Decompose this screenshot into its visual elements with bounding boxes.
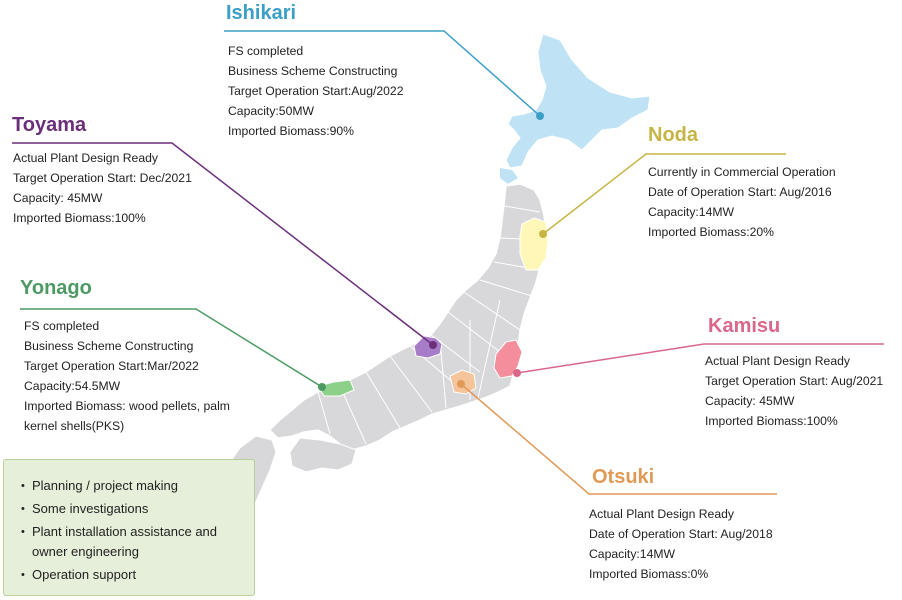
yonago-line: Capacity:54.5MW — [24, 379, 121, 393]
ishikari-leader-line — [224, 30, 541, 117]
noda-details: Currently in Commercial Operation Date o… — [648, 162, 836, 242]
ishikari-title: Ishikari — [226, 2, 297, 24]
otsuki-marker — [457, 380, 465, 388]
noda-region — [519, 217, 549, 271]
toyama-line: Imported Biomass:100% — [13, 211, 146, 225]
yonago-line: kernel shells(PKS) — [24, 419, 125, 433]
service-item: Some investigations — [21, 499, 254, 519]
hokkaido-region — [505, 33, 651, 169]
noda-leader-line — [542, 153, 786, 235]
ishikari-line: Imported Biomass:90% — [228, 124, 354, 138]
services-box: Planning / project making Some investiga… — [3, 459, 255, 596]
yonago-marker — [318, 383, 326, 391]
kamisu-region — [493, 339, 523, 379]
shikoku-region — [289, 437, 357, 473]
kamisu-line: Target Operation Start: Aug/2021 — [705, 374, 884, 388]
noda-marker — [539, 230, 547, 238]
ishikari-line: Capacity:50MW — [228, 104, 315, 118]
ishikari-line: FS completed — [228, 44, 304, 58]
noda-line: Imported Biomass:20% — [648, 225, 774, 239]
otsuki-line: Actual Plant Design Ready — [589, 507, 734, 521]
toyama-title: Toyama — [12, 114, 87, 136]
otsuki-line: Date of Operation Start: Aug/2018 — [589, 527, 773, 541]
honshu-region — [269, 183, 547, 451]
service-item: Operation support — [21, 565, 254, 585]
toyama-region — [413, 335, 443, 359]
yonago-details: FS completed Business Scheme Constructin… — [24, 316, 230, 436]
yonago-line: FS completed — [24, 319, 100, 333]
kamisu-leader-line — [516, 343, 884, 374]
yonago-line: Imported Biomass: wood pellets, palm — [24, 399, 230, 413]
yonago-title: Yonago — [20, 277, 92, 299]
toyama-line: Capacity: 45MW — [13, 191, 103, 205]
otsuki-line: Capacity:14MW — [589, 547, 676, 561]
toyama-leader-line — [12, 142, 434, 346]
hokkaido-south-tip — [500, 168, 518, 184]
ishikari-line: Business Scheme Constructing — [228, 64, 398, 78]
yonago-line: Target Operation Start:Mar/2022 — [24, 359, 199, 373]
noda-line: Date of Operation Start: Aug/2016 — [648, 185, 832, 199]
toyama-details: Actual Plant Design Ready Target Operati… — [13, 148, 192, 228]
toyama-marker — [429, 341, 437, 349]
yonago-region — [317, 379, 355, 397]
noda-title: Noda — [648, 124, 698, 146]
service-item: Planning / project making — [21, 476, 254, 496]
ishikari-marker — [536, 112, 544, 120]
otsuki-line: Imported Biomass:0% — [589, 567, 709, 581]
toyama-line: Actual Plant Design Ready — [13, 151, 158, 165]
otsuki-details: Actual Plant Design Ready Date of Operat… — [589, 504, 773, 584]
ishikari-details: FS completed Business Scheme Constructin… — [228, 41, 403, 141]
service-item: Plant installation assistance and owner … — [21, 522, 254, 562]
kamisu-line: Capacity: 45MW — [705, 394, 795, 408]
noda-line: Capacity:14MW — [648, 205, 735, 219]
yonago-line: Business Scheme Constructing — [24, 339, 194, 353]
kamisu-marker — [513, 369, 521, 377]
otsuki-title: Otsuki — [592, 466, 655, 488]
kamisu-title: Kamisu — [708, 315, 781, 337]
yonago-leader-line — [20, 308, 323, 388]
kamisu-details: Actual Plant Design Ready Target Operati… — [705, 351, 883, 431]
noda-line: Currently in Commercial Operation — [648, 165, 836, 179]
kamisu-line: Imported Biomass:100% — [705, 414, 838, 428]
kamisu-line: Actual Plant Design Ready — [705, 354, 850, 368]
services-list: Planning / project making Some investiga… — [4, 460, 254, 585]
otsuki-leader-line — [460, 383, 777, 495]
toyama-line: Target Operation Start: Dec/2021 — [13, 171, 192, 185]
ishikari-line: Target Operation Start:Aug/2022 — [228, 84, 404, 98]
